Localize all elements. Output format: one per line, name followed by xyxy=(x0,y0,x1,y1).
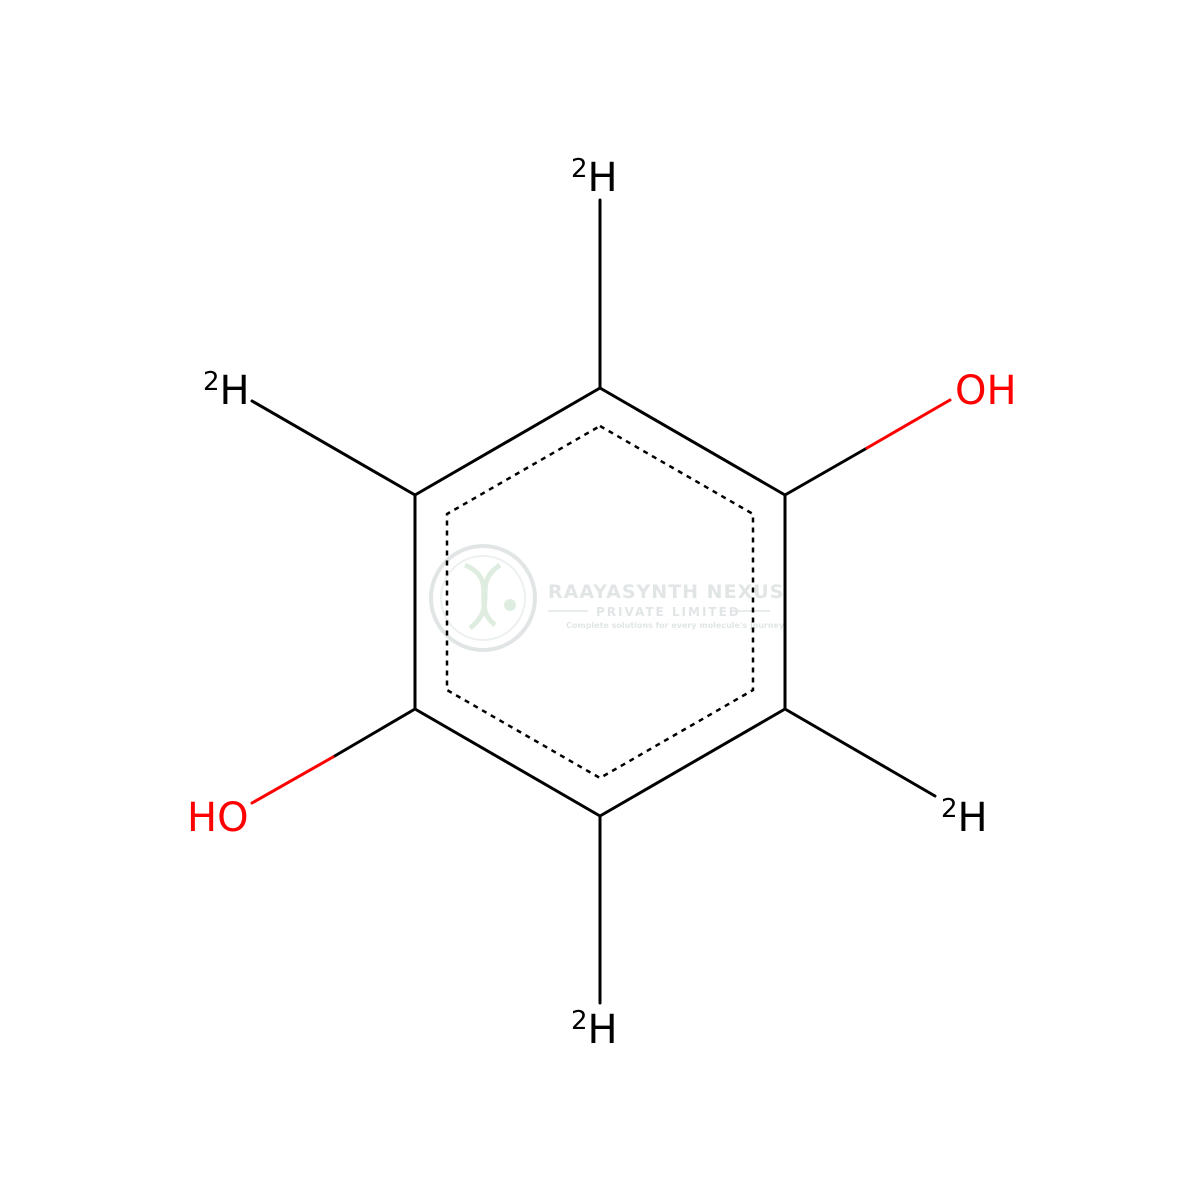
ring-bond-4 xyxy=(413,707,602,818)
bond-left-hydroxyl-oxygen-half xyxy=(250,755,335,805)
watermark-subtitle: PRIVATE LIMITED xyxy=(596,605,741,619)
watermark: RAAYASYNTH NEXUS PRIVATE LIMITED Complet… xyxy=(429,544,785,652)
atom-labels: 2H 2H OH HO 2H 2H xyxy=(187,154,1017,1053)
substituent-bonds xyxy=(250,198,952,1005)
atom-label-deuterium-top: 2H xyxy=(571,154,618,201)
atom-label-hydroxyl-right: OH xyxy=(955,368,1017,414)
ring-bond-3 xyxy=(598,707,787,818)
ring-bond-6 xyxy=(413,386,602,497)
bond-upper-left-deuterium xyxy=(250,399,417,497)
watermark-tagline: Complete solutions for every molecule's … xyxy=(566,621,785,630)
atom-label-hydroxyl-left: HO xyxy=(187,795,249,841)
ring-bond-1 xyxy=(598,386,787,497)
aromatic-circle-dashed xyxy=(445,424,755,780)
watermark-dot-icon xyxy=(504,599,516,611)
atom-label-deuterium-upper-left: 2H xyxy=(203,367,250,414)
bond-right-hydroxyl-oxygen-half xyxy=(865,398,952,450)
dna-helix-icon xyxy=(463,562,502,630)
watermark-logo-ring xyxy=(429,544,537,652)
bond-left-hydroxyl-carbon-half xyxy=(331,707,417,759)
atom-label-deuterium-lower-right: 2H xyxy=(941,794,988,841)
watermark-company: RAAYASYNTH NEXUS xyxy=(548,581,784,603)
atom-label-deuterium-bottom: 2H xyxy=(571,1006,618,1053)
benzene-ring xyxy=(413,386,787,818)
bond-right-hydroxyl-carbon-half xyxy=(783,446,869,497)
bond-lower-right-deuterium xyxy=(783,707,937,798)
watermark-logo-inner xyxy=(440,555,526,641)
